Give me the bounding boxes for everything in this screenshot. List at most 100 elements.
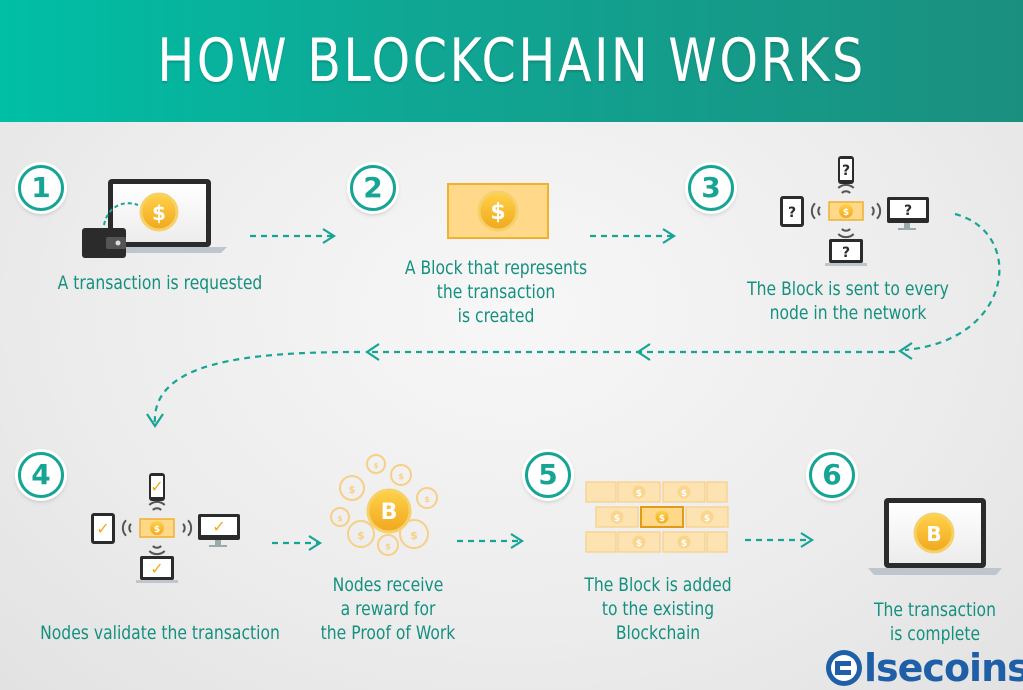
wallet <box>82 228 126 258</box>
coin-symbol: $ <box>374 462 379 470</box>
laptop-base <box>868 568 1002 575</box>
step-badge-5: 5 <box>525 452 571 498</box>
coin-symbol: $ <box>398 472 404 481</box>
laptop-screen <box>143 559 171 577</box>
header-banner <box>0 0 1023 122</box>
signal-arc <box>871 206 875 216</box>
block-coin <box>610 510 624 524</box>
blockchain-block <box>706 531 728 553</box>
arrow-down-4 <box>153 350 361 426</box>
step-2-label: A Block that represents the transaction … <box>404 257 588 327</box>
coin-cluster-icon: B$$$$$$$$ <box>330 454 438 556</box>
logo-text: lsecoins <box>864 646 1023 690</box>
signal-arc <box>810 202 816 220</box>
step-badge-6: 6 <box>809 452 855 498</box>
signal-arc <box>148 500 166 506</box>
signal-arc <box>121 519 127 537</box>
dollar-sign: $ <box>704 514 710 524</box>
step-badge-3: 3 <box>688 165 734 211</box>
tablet-screen <box>94 516 112 541</box>
dollar-sign: $ <box>681 489 687 499</box>
monitor-stand <box>904 223 910 228</box>
center-coin <box>839 204 853 218</box>
monitor-foot <box>209 545 227 547</box>
step-3-label: The Block is sent to every node in the n… <box>747 278 949 324</box>
signal-waves <box>182 519 193 537</box>
coin-symbol: $ <box>385 542 391 551</box>
block-coin <box>655 510 669 524</box>
arrow-head <box>510 533 525 549</box>
laptop-wallet-dollar-icon: $ <box>82 179 227 258</box>
bitcoin-sign: B <box>381 500 398 525</box>
coin <box>139 192 179 232</box>
laptop-base <box>136 580 178 583</box>
center-coin <box>150 521 164 535</box>
signal-arc <box>152 507 162 511</box>
signal-waves <box>121 519 132 537</box>
dollar-sign: $ <box>152 201 166 225</box>
signal-arc <box>128 523 132 533</box>
arrow-head <box>322 228 337 244</box>
signal-arc <box>817 206 821 216</box>
laptop-screen <box>832 242 860 260</box>
big-bitcoin-coin <box>366 488 412 534</box>
small-coin <box>366 454 386 474</box>
coin-symbol: $ <box>349 485 356 496</box>
coin-symbol: $ <box>357 529 365 542</box>
laptop-bitcoin-icon: B <box>868 498 1002 575</box>
signal-arc <box>152 545 162 549</box>
signal-arc <box>841 228 851 232</box>
logo-e-icon <box>826 650 862 686</box>
monitor-foot <box>898 228 916 230</box>
arrow-head <box>146 413 164 428</box>
node-mark: ? <box>842 163 850 179</box>
node-mark: ✓ <box>96 519 109 538</box>
block-coin <box>677 535 691 549</box>
block-coin <box>477 190 519 232</box>
phone-screen <box>151 476 163 497</box>
dollar-sign: $ <box>843 208 849 218</box>
tablet-screen <box>783 199 801 224</box>
small-coin <box>416 487 438 509</box>
node-mark: ? <box>842 245 850 261</box>
signal-arc <box>841 190 851 194</box>
phone-screen <box>840 159 852 180</box>
wallet-arrow <box>103 202 139 226</box>
block-coin <box>677 485 691 499</box>
step-badge-2: 2 <box>350 165 396 211</box>
arrow-3-loop <box>904 212 1001 352</box>
blockchain-block <box>585 531 617 553</box>
network-check-nodes-icon: $✓✓✓✓ <box>91 473 240 583</box>
node-mark: ✓ <box>150 477 163 496</box>
coin-symbol: $ <box>410 529 418 542</box>
small-coin <box>339 475 365 501</box>
arrow-heads <box>146 228 913 551</box>
monitor-stand <box>215 540 221 545</box>
step-badge-1: 1 <box>18 165 64 211</box>
elsecoins-logo: lsecoins <box>824 646 1023 690</box>
node-mark: ✓ <box>212 517 225 536</box>
monitor-screen <box>201 517 237 535</box>
arrow-head <box>308 535 323 551</box>
signal-waves <box>837 183 855 194</box>
blockchain-block <box>706 481 728 503</box>
dollar-sign: $ <box>659 514 665 524</box>
signal-arc <box>182 523 186 533</box>
coin-symbol: $ <box>424 495 430 504</box>
arrow-head <box>365 343 380 361</box>
arrow-head <box>800 532 815 548</box>
small-coin <box>330 507 350 527</box>
dollar-sign: $ <box>614 514 620 524</box>
dollar-sign: $ <box>681 539 687 549</box>
node-mark: ? <box>904 203 912 219</box>
block-coin <box>632 535 646 549</box>
step-1-label: A transaction is requested <box>57 272 263 294</box>
signal-waves <box>810 202 821 220</box>
small-coin <box>377 534 399 556</box>
step-4-label: Nodes validate the transaction <box>40 622 280 644</box>
page-title: HOW BLOCKCHAIN WORKS <box>157 26 866 96</box>
dollar-block-icon: $ <box>447 183 549 239</box>
signal-arc <box>876 202 882 220</box>
signal-waves <box>148 500 166 511</box>
